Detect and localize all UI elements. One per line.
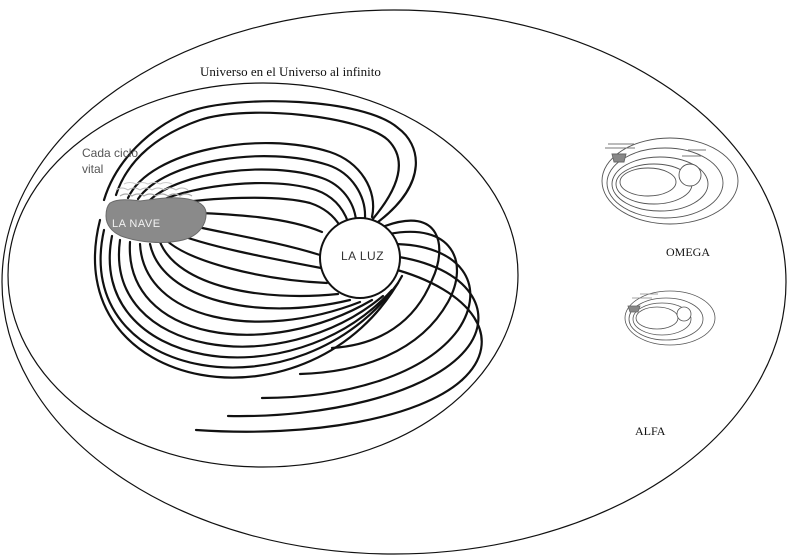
alfa-label: ALFA xyxy=(635,424,665,439)
light-label: LA LUZ xyxy=(341,249,384,263)
field-lines xyxy=(95,101,482,432)
ship-label: LA NAVE xyxy=(112,218,161,230)
cycle-label-line-2: vital xyxy=(82,162,103,176)
outer-universe-ellipse xyxy=(2,10,786,554)
cycle-label-line-1: Cada ciclo xyxy=(82,146,138,160)
field-line xyxy=(166,240,327,283)
diagram-title: Universo en el Universo al infinito xyxy=(200,64,381,80)
omega-label: OMEGA xyxy=(666,245,710,260)
omega-miniature-diagram xyxy=(602,138,738,224)
alfa-miniature-diagram xyxy=(625,291,715,345)
